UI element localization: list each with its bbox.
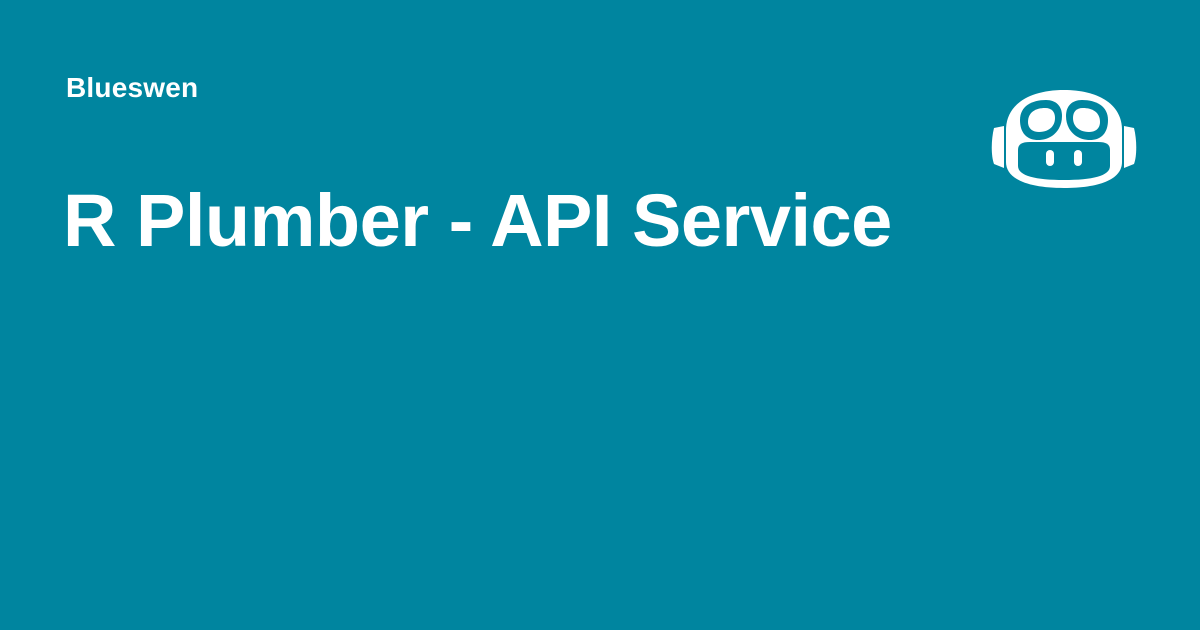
author-name: Blueswen: [66, 72, 199, 103]
copilot-mascot-icon: [990, 84, 1138, 190]
page-title: R Plumber - API Service: [63, 179, 892, 262]
